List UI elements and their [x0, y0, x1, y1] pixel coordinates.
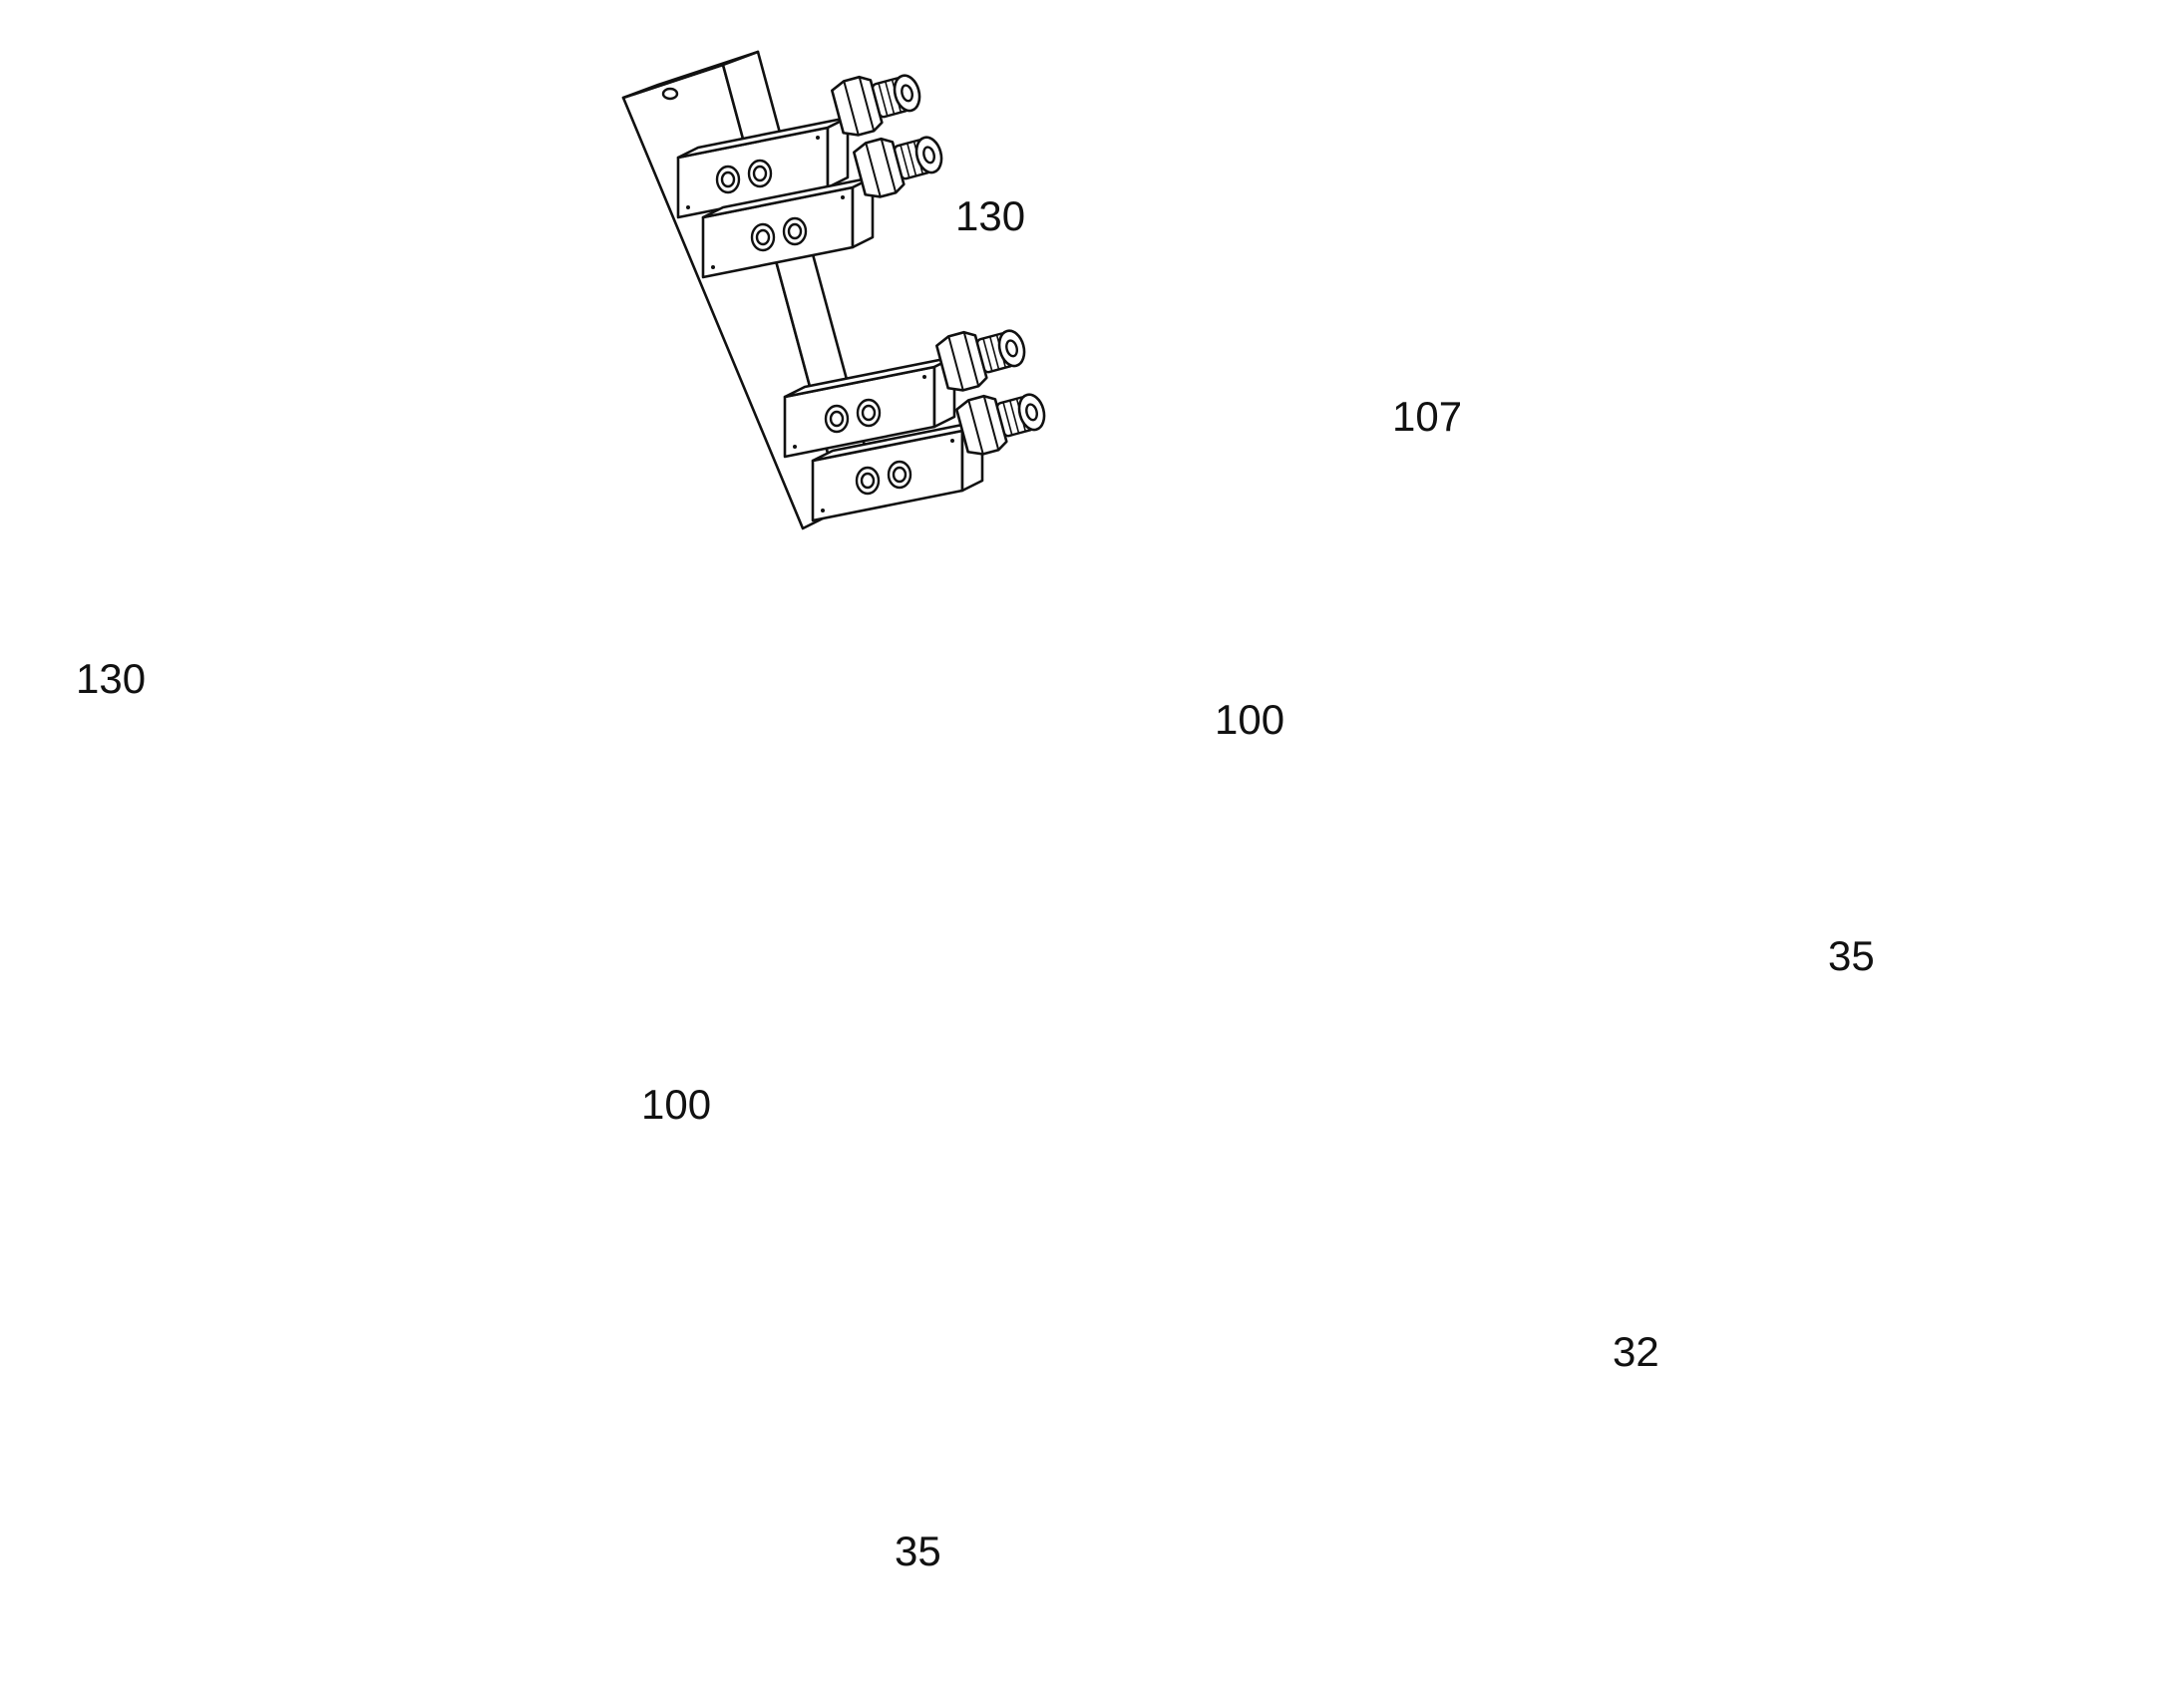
- callout-100-left: 100: [641, 1081, 712, 1128]
- callout-130-top: 130: [955, 192, 1026, 239]
- callout-107: 107: [1392, 393, 1463, 440]
- callout-32: 32: [1613, 1328, 1659, 1375]
- assembly-130-top: [621, 50, 1052, 530]
- callout-130-left: 130: [76, 655, 147, 702]
- callout-35-bottom: 35: [895, 1528, 941, 1574]
- callout-100-middle: 100: [1215, 696, 1285, 743]
- callout-35-right: 35: [1828, 932, 1875, 979]
